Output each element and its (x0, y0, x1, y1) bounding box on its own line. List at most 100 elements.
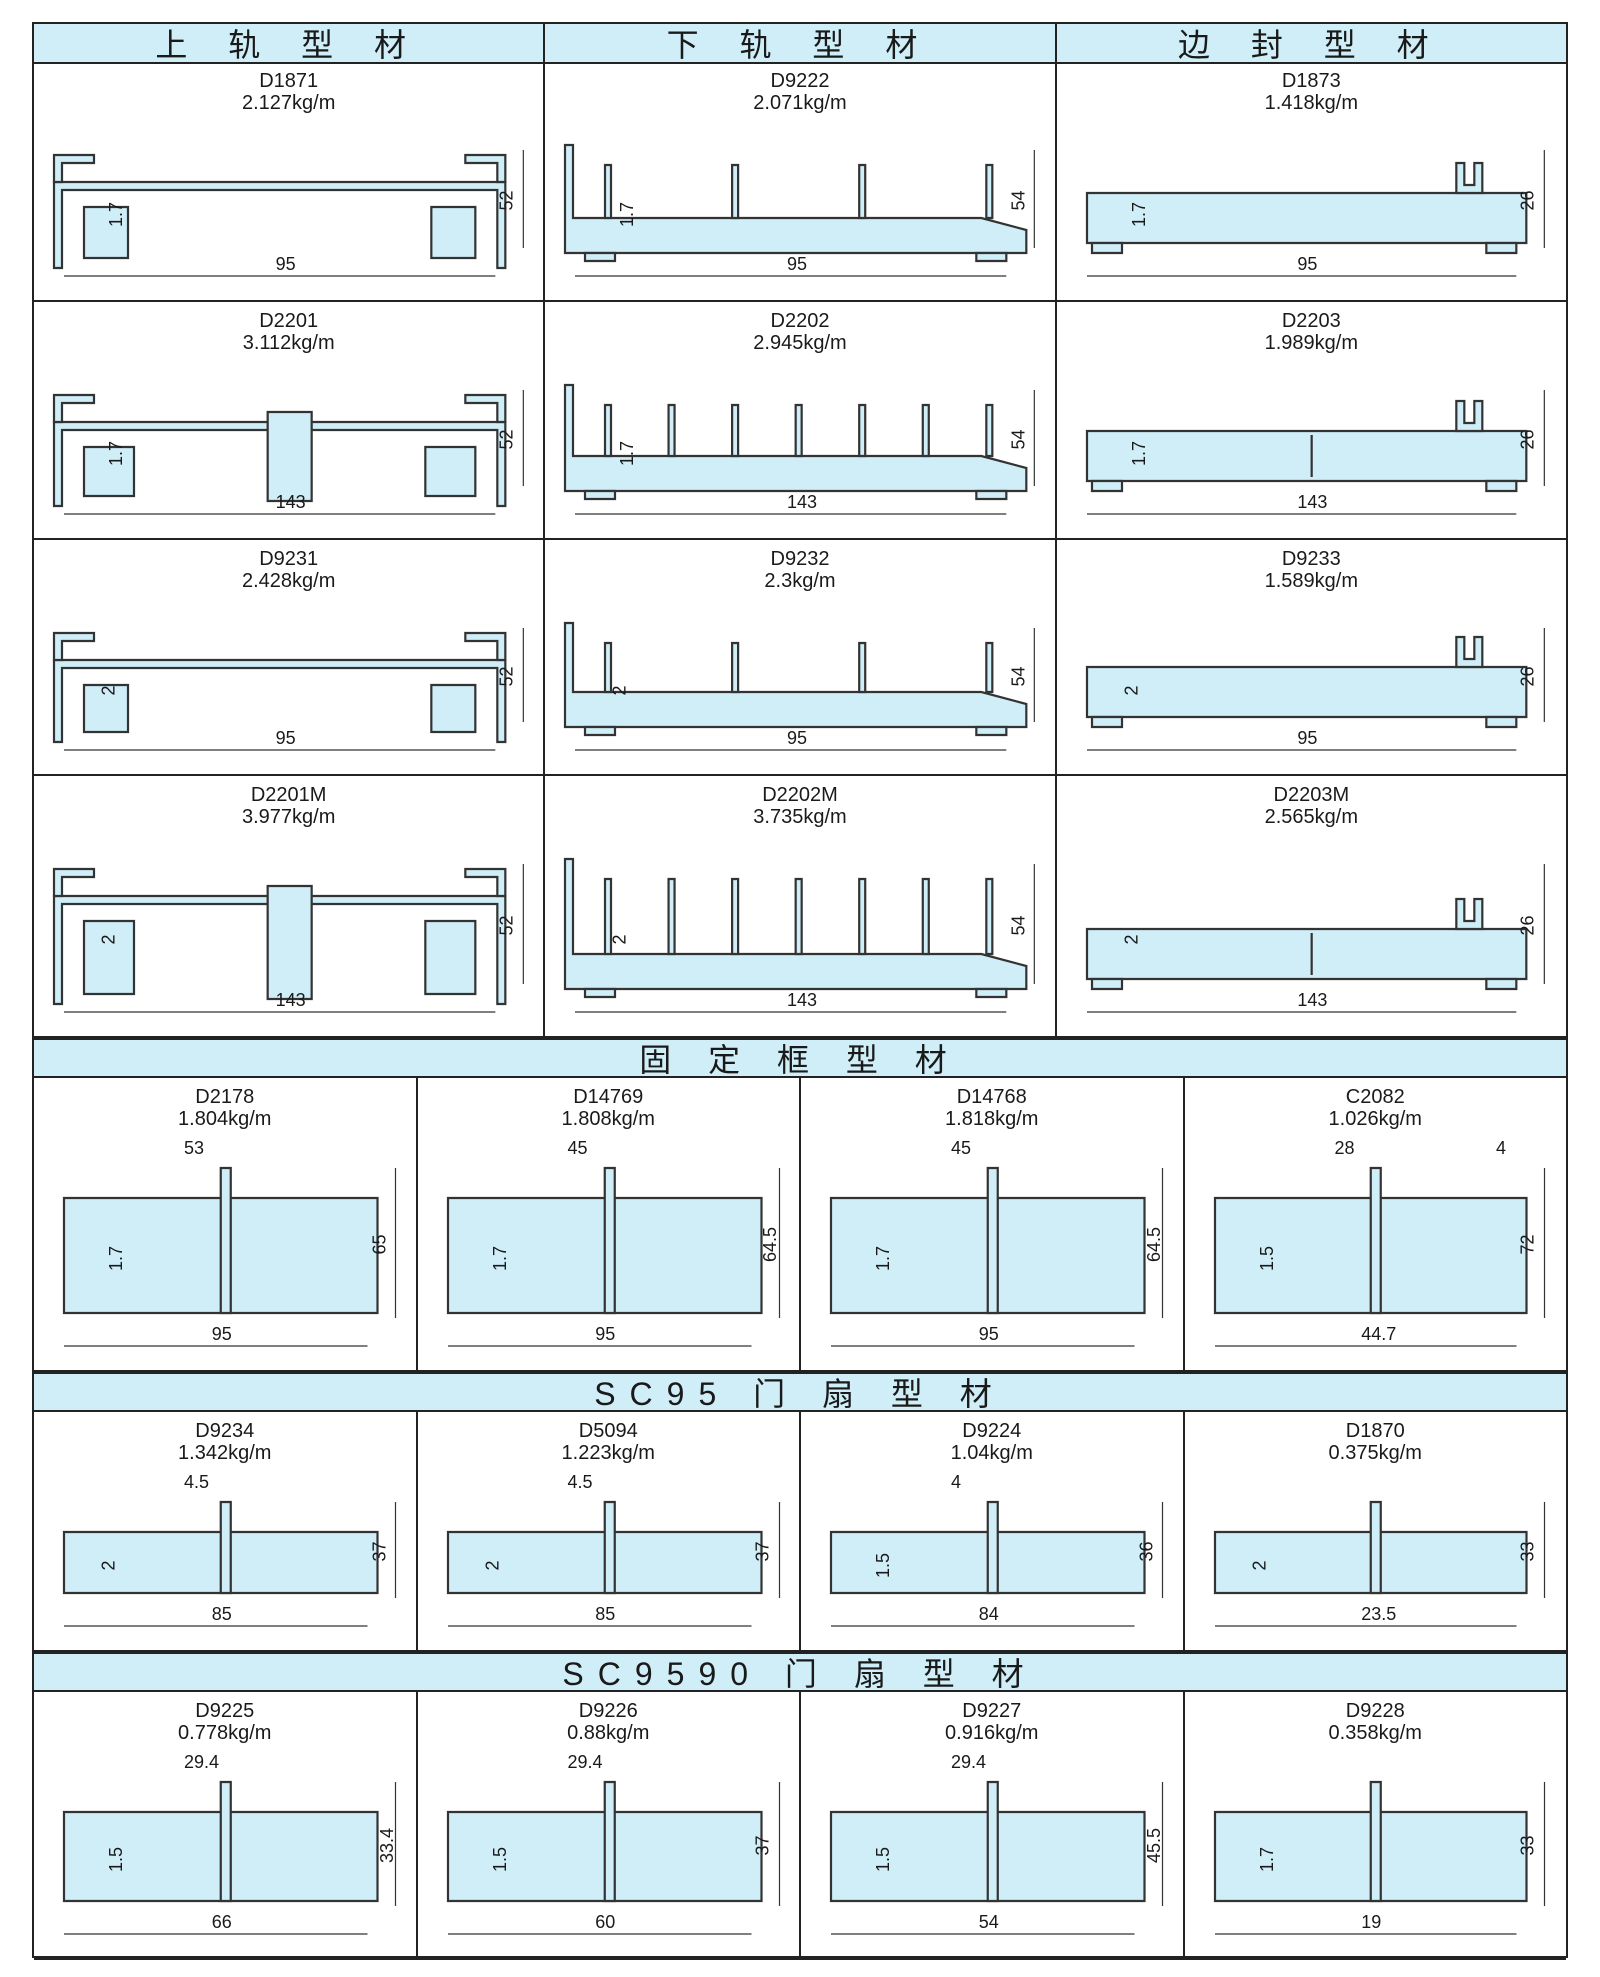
profile-code: D2203M (1273, 784, 1350, 806)
profile-foot-left (584, 987, 617, 999)
profile-outline (1085, 191, 1528, 245)
profile-drawing (62, 1780, 397, 1935)
dim-width: 95 (211, 1324, 232, 1344)
dim-thickness: 1.7 (1128, 201, 1149, 228)
profile-fin-0 (604, 877, 613, 956)
profile-lip (1454, 635, 1484, 669)
dim-thickness: 1.5 (489, 1846, 510, 1873)
profile-stem (603, 1780, 616, 1903)
profile-center-chamber (266, 410, 313, 503)
profile-chamber-left (82, 445, 136, 498)
dim-height: 65 (369, 1234, 390, 1255)
dim-thickness: 2 (98, 934, 119, 945)
dim-extra-3: 28 (1334, 1138, 1355, 1158)
profile-foot-right (975, 987, 1008, 999)
profile-drawing (1085, 864, 1545, 1013)
dim-height: 26 (1517, 915, 1538, 936)
profile-foot-right (975, 725, 1008, 737)
profile-weight: 3.112kg/m (242, 332, 335, 354)
profile-outline (1085, 665, 1528, 719)
profile-fin-6 (985, 403, 994, 458)
dim-extra-4: 4 (1496, 1138, 1507, 1158)
profile-code: D2178 (195, 1086, 255, 1108)
dim-height: 33.4 (376, 1827, 397, 1864)
profile-flange-left (52, 867, 96, 898)
header-row-rails: 上 轨 型 材 下 轨 型 材 边 封 型 材 (34, 24, 1566, 64)
profile-fin-5 (922, 877, 931, 956)
profile-drawing (564, 143, 1036, 277)
profile-fin-2 (858, 163, 867, 220)
dim-width: 95 (595, 1324, 616, 1344)
profile-code: D2203 (1281, 310, 1341, 332)
profile-code: D9234 (195, 1420, 255, 1442)
profile-fin-1 (731, 641, 740, 694)
dim-thickness: 1.5 (873, 1846, 894, 1873)
profile-foot-left (584, 725, 617, 737)
dim-width: 143 (275, 990, 306, 1010)
dim-height: 64.5 (1143, 1226, 1164, 1263)
dim-thickness: 2 (1121, 685, 1142, 696)
dim-width: 95 (786, 254, 808, 274)
profile-fin-3 (985, 163, 994, 220)
profile-stem (219, 1500, 232, 1595)
dim-thickness: 1.7 (1256, 1846, 1277, 1873)
profile-stem (219, 1780, 232, 1903)
profile-outline (52, 894, 507, 1006)
dim-thickness: 1.7 (873, 1245, 894, 1272)
profile-chamber-right (430, 205, 477, 260)
header-side-seal: 边 封 型 材 (1177, 27, 1445, 63)
profile-drawing (446, 1780, 780, 1935)
dim-thickness: 1.5 (873, 1552, 894, 1579)
profile-weight: 1.342kg/m (178, 1442, 272, 1464)
profile-foot-right (1484, 479, 1518, 493)
profile-drawing (829, 1500, 1164, 1627)
profile-stem (986, 1780, 999, 1903)
profile-weight: 2.3kg/m (764, 570, 836, 592)
profile-foot-left (584, 251, 617, 263)
profile-foot-left (584, 489, 617, 501)
dim-width: 95 (275, 728, 296, 748)
dim-height: 26 (1517, 429, 1538, 450)
profile-lip (1454, 399, 1484, 433)
profile-weight: 0.916kg/m (945, 1722, 1039, 1744)
dim-thickness: 1.7 (489, 1245, 510, 1272)
dim-extra-3: 29.4 (951, 1752, 987, 1772)
profile-chamber-right (430, 683, 477, 734)
dim-height: 26 (1517, 190, 1538, 211)
dim-thickness: 2 (609, 685, 630, 696)
dim-height: 45.5 (1143, 1827, 1164, 1864)
profile-weight: 3.735kg/m (753, 806, 847, 828)
profile-code: D9231 (259, 548, 319, 570)
profile-drawing (52, 390, 524, 515)
profile-fin-0 (604, 163, 613, 220)
profile-weight: 1.223kg/m (561, 1442, 655, 1464)
dim-thickness: 1.7 (1128, 440, 1149, 467)
profile-code: D14768 (956, 1086, 1027, 1108)
profile-stem (986, 1166, 999, 1315)
profile-flange-right (464, 393, 507, 424)
dim-width: 143 (786, 492, 818, 512)
profile-foot-left (1090, 715, 1123, 729)
profile-weight: 3.977kg/m (241, 806, 336, 828)
profile-code: D9225 (195, 1700, 255, 1722)
profile-outline (564, 621, 1028, 729)
profile-drawing (1213, 1166, 1545, 1347)
